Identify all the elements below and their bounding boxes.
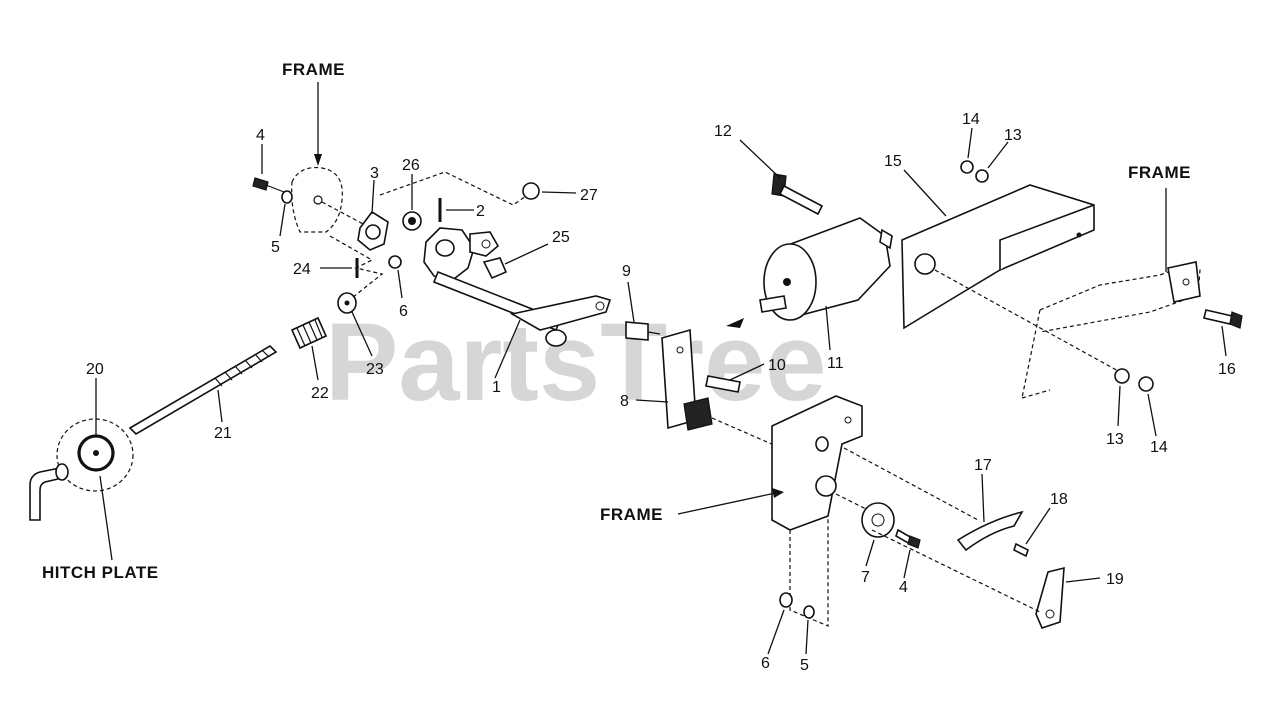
callout-19: 19 (1106, 571, 1124, 588)
part-16-bolt (1203, 309, 1243, 329)
callout-3: 3 (370, 165, 379, 182)
direction-arrow (726, 318, 744, 328)
part-4-bolt-lower (895, 528, 921, 549)
callout-2: 2 (476, 203, 485, 220)
part-14-nut-bottom (1138, 376, 1154, 392)
callout-15: 15 (884, 153, 902, 170)
callout-23: 23 (366, 361, 384, 378)
part-10-pin (705, 375, 741, 393)
callout-7: 7 (861, 569, 870, 586)
callout-25: 25 (552, 229, 570, 246)
part-19-lever (871, 529, 1065, 629)
callout-12: 12 (714, 123, 732, 140)
callout-4-lower: 4 (899, 579, 908, 596)
top-left-frame-group (252, 166, 612, 347)
part-17-curved-plate (956, 510, 1024, 552)
watermark: PartsTree (325, 301, 826, 424)
callout-22: 22 (311, 385, 329, 402)
part-5-washer-lower (803, 605, 815, 619)
part-25-knob (482, 257, 508, 280)
callout-6-top-left: 6 (399, 303, 408, 320)
part-13-washer-top (975, 169, 989, 183)
part-6-nut-top-left (388, 255, 402, 269)
part-21-rod (128, 344, 278, 436)
part-9-connector (625, 321, 649, 341)
callout-16: 16 (1218, 361, 1236, 378)
part-12-bolt (771, 173, 824, 216)
callout-17: 17 (974, 457, 992, 474)
part-18-pin (1013, 542, 1029, 558)
center-frame-plate (771, 395, 979, 627)
right-frame-outline (1021, 261, 1201, 399)
callout-24: 24 (293, 261, 311, 278)
label-frame-top-right: FRAME (1128, 163, 1191, 182)
part-5-washer-top-left (281, 190, 293, 204)
callout-18: 18 (1050, 491, 1068, 508)
callout-26: 26 (402, 157, 420, 174)
part-22-spring (290, 316, 328, 350)
part-13-washer-bottom (1114, 368, 1130, 384)
part-8-switch (683, 397, 713, 431)
label-hitch-plate: HITCH PLATE (42, 563, 159, 582)
callout-14-top: 14 (962, 111, 980, 128)
part-7-bearing (861, 502, 895, 538)
hitch-plate-group (29, 418, 134, 521)
part-27-nut (522, 182, 540, 200)
hitch-pin-collar (55, 463, 69, 481)
callout-6-lower: 6 (761, 655, 770, 672)
label-frame-center: FRAME (600, 505, 663, 524)
part-23-washer-hole (344, 300, 350, 306)
center-bracket-group (625, 318, 791, 453)
callout-27: 27 (580, 187, 598, 204)
callout-8: 8 (620, 393, 629, 410)
callout-20: 20 (86, 361, 104, 378)
leader-lines (95, 82, 1227, 655)
hitch-plate-outline (56, 418, 134, 492)
part-1-lever-arm (509, 295, 612, 331)
part-6-nut-lower (779, 592, 793, 608)
callout-1: 1 (492, 379, 501, 396)
part-11-cylinder (759, 217, 893, 321)
label-frame-top-left: FRAME (282, 60, 345, 79)
callout-5-lower: 5 (800, 657, 809, 674)
part-4-bolt-top-left (252, 177, 269, 191)
part-20-ring-center (93, 450, 99, 456)
callout-11: 11 (827, 355, 844, 372)
callout-9: 9 (622, 263, 631, 280)
callout-5-top-left: 5 (271, 239, 280, 256)
callout-4-top-left: 4 (256, 127, 265, 144)
callout-13-top: 13 (1004, 127, 1022, 144)
part-15-bracket (901, 184, 1121, 373)
callout-14-bottom: 14 (1150, 439, 1168, 456)
part-14-nut-top (960, 160, 974, 174)
callout-13-bottom: 13 (1106, 431, 1124, 448)
callout-10: 10 (768, 357, 786, 374)
callout-21: 21 (214, 425, 232, 442)
